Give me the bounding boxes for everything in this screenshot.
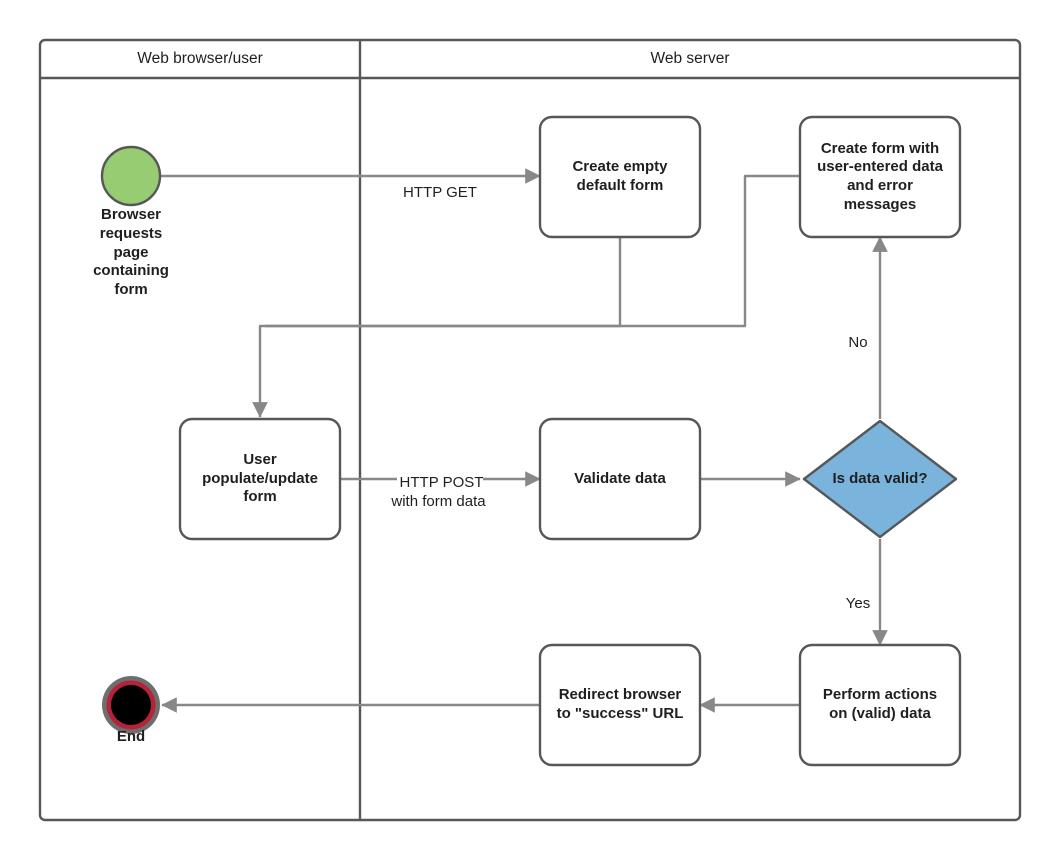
node-label-end: End <box>116 728 146 745</box>
node-label-create-empty-form: Create empty default form <box>572 158 668 194</box>
node-label-create-form-errors: Create form with user-entered data and e… <box>817 139 943 213</box>
edge-label-yes-text: Yes <box>842 594 874 612</box>
node-label-perform-actions: Perform actions on (valid) data <box>822 686 938 722</box>
edge-label-yes: Yes <box>838 576 878 614</box>
node-create-empty-form[interactable] <box>538 115 702 239</box>
lane-title-server: Web server <box>650 50 730 68</box>
edge-label-no: No <box>838 315 878 353</box>
node-shape-layer <box>100 115 962 767</box>
node-redirect-browser[interactable] <box>538 643 702 767</box>
node-label-redirect-browser: Redirect browser to "success" URL <box>556 686 684 722</box>
node-user-populate-form[interactable] <box>178 417 342 541</box>
node-label-validate-data: Validate data <box>574 469 666 487</box>
node-start-circle[interactable] <box>100 145 162 207</box>
edge-label-http-get-text: HTTP GET <box>400 183 480 201</box>
swimlane-frame <box>38 38 1022 822</box>
edge-label-no-text: No <box>845 333 871 351</box>
node-create-form-errors[interactable] <box>798 115 962 239</box>
lane-title-browser: Web browser/user <box>137 50 263 68</box>
node-validate-data[interactable] <box>538 417 702 541</box>
node-perform-actions[interactable] <box>798 643 962 767</box>
edge-label-http-post: HTTP POST with form data <box>375 455 505 511</box>
node-label-is-data-valid: Is data valid? <box>832 469 928 487</box>
edge-label-http-get: HTTP GET <box>385 165 495 203</box>
node-label-user-populate-form: User populate/update form <box>202 450 318 506</box>
node-label-start: Browser requests page containing form <box>93 206 169 298</box>
connector-error-form-to-user-form <box>265 174 800 328</box>
node-is-data-valid[interactable] <box>802 419 958 539</box>
node-end-terminal[interactable] <box>102 676 160 734</box>
node-end-core <box>111 685 151 725</box>
connector-layer <box>160 168 888 713</box>
swimlane-outer-border <box>38 38 1022 822</box>
edge-label-http-post-text: HTTP POST with form data <box>391 473 489 510</box>
